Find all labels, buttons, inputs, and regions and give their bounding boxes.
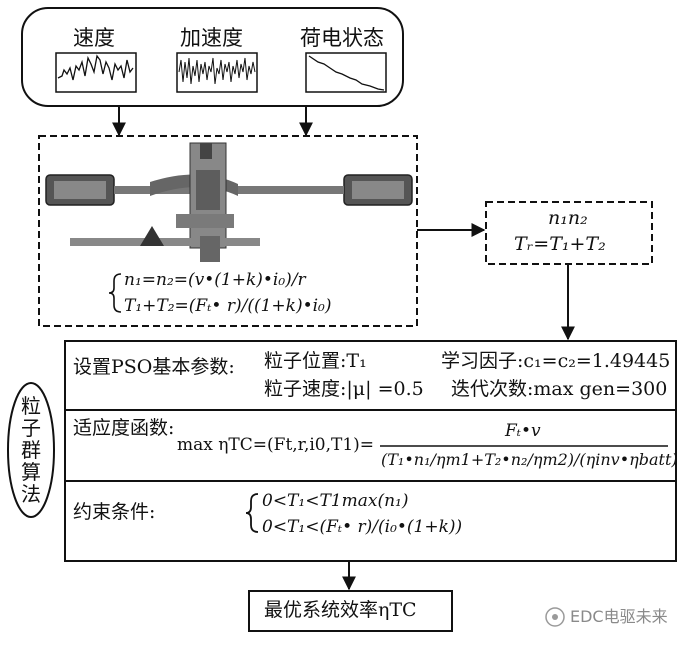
watermark-logo-icon — [545, 607, 565, 627]
pso-box — [64, 340, 677, 562]
pso-fitness-denominator: (T₁•n₁/ηm1+T₂•n₂/ηm2)/(ηinv•ηbatt) — [381, 450, 678, 469]
acceleration-label: 加速度 — [180, 26, 243, 50]
pso-fitness-label: 适应度函数: — [73, 417, 175, 439]
output-line-2: Tᵣ=T₁+T₂ — [514, 233, 606, 255]
pso-constraint-label: 约束条件: — [73, 501, 156, 523]
charge-state-trace — [308, 55, 385, 91]
watermark-text: EDC电驱未来 — [570, 607, 668, 626]
model-eq-speed: n₁=n₂=(v•(1+k)•i₀)/r — [124, 270, 306, 290]
acceleration-trace — [178, 57, 256, 85]
powertrain-schematic — [45, 142, 413, 262]
result-label: 最优系统效率ηTC — [264, 599, 417, 621]
model-brace — [108, 273, 122, 313]
pso-particle-speed: 粒子速度:|μ| =0.5 — [264, 378, 424, 400]
pso-fitness-numerator: Fₜ•v — [505, 421, 541, 441]
acceleration-plot — [176, 52, 258, 93]
pso-side-label: 粒子群算法 — [21, 394, 41, 506]
pso-fitness-lhs: max ηTC=(Ft,r,i0,T1)= — [177, 435, 375, 455]
pso-learning-factor: 学习因子:c₁=c₂=1.49445 — [441, 350, 671, 372]
pso-constraint-2: 0<T₁<(Fₜ• r)/(i₀•(1+k)) — [262, 517, 463, 537]
model-eq-torque: T₁+T₂=(Fₜ• r)/((1+k)•i₀) — [124, 296, 332, 316]
charge-state-label: 荷电状态 — [300, 26, 384, 50]
speed-label: 速度 — [73, 26, 115, 50]
pso-side-ellipse — [7, 382, 55, 518]
speed-plot — [55, 52, 137, 93]
pso-iterations: 迭代次数:max gen=300 — [451, 378, 668, 400]
pso-params-label: 设置PSO基本参数: — [73, 356, 235, 378]
output-line-1: n₁n₂ — [548, 207, 588, 229]
pso-constraint-1: 0<T₁<T1max(n₁) — [262, 491, 409, 511]
pso-particle-position: 粒子位置:T₁ — [264, 350, 367, 372]
wheel-wedge — [140, 226, 164, 246]
input-box — [21, 7, 404, 107]
charge-state-plot — [305, 52, 387, 93]
speed-trace — [57, 54, 134, 81]
constraint-brace — [245, 493, 259, 533]
result-box — [248, 590, 453, 632]
